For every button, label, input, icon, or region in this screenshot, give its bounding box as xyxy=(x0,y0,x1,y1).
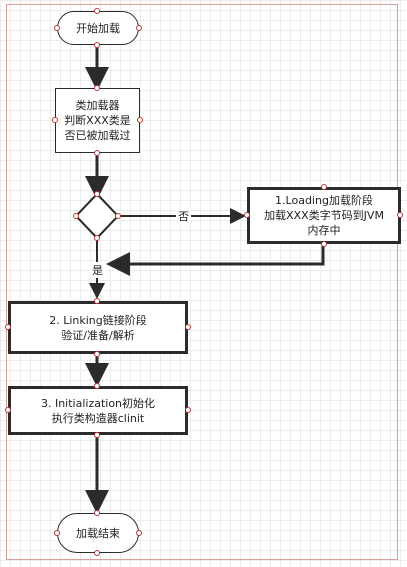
initialization-node[interactable]: 3. Initialization初始化 执行类构造器clinit xyxy=(8,386,188,435)
handle-start-bottom[interactable] xyxy=(94,42,100,48)
handle-decision-top[interactable] xyxy=(94,191,100,197)
linking-label: 2. Linking链接阶段 验证/准备/解析 xyxy=(49,313,147,342)
handle-start-right[interactable] xyxy=(136,25,142,31)
handle-init-left[interactable] xyxy=(5,407,11,413)
start-node[interactable]: 开始加载 xyxy=(57,11,139,45)
handle-decision-left[interactable] xyxy=(73,213,79,219)
handle-start-top[interactable] xyxy=(94,8,100,14)
handle-linking-right[interactable] xyxy=(185,324,191,330)
handle-check-right[interactable] xyxy=(137,117,143,123)
start-node-label: 开始加载 xyxy=(76,22,120,35)
handle-linking-left[interactable] xyxy=(5,324,11,330)
handle-init-top[interactable] xyxy=(94,383,100,389)
edge-loading-return xyxy=(106,244,325,276)
handle-loading-top[interactable] xyxy=(321,184,327,190)
handle-loading-left[interactable] xyxy=(244,212,250,218)
initialization-label: 3. Initialization初始化 执行类构造器clinit xyxy=(40,396,156,425)
handle-loading-right[interactable] xyxy=(397,212,403,218)
classloader-check-label: 类加载器 判断XXX类是 否已被加载过 xyxy=(64,99,131,142)
handle-linking-top[interactable] xyxy=(94,298,100,304)
linking-node[interactable]: 2. Linking链接阶段 验证/准备/解析 xyxy=(8,301,188,354)
end-node[interactable]: 加载结束 xyxy=(57,513,139,553)
handle-check-top[interactable] xyxy=(94,85,100,91)
handle-linking-bottom[interactable] xyxy=(94,351,100,357)
handle-end-right[interactable] xyxy=(136,530,142,536)
handle-start-left[interactable] xyxy=(54,25,60,31)
handle-end-top[interactable] xyxy=(94,510,100,516)
loading-node[interactable]: 1.Loading加载阶段 加载XXX类字节码到JVM 内存中 xyxy=(247,187,401,244)
classloader-check-node[interactable]: 类加载器 判断XXX类是 否已被加载过 xyxy=(55,88,140,153)
handle-check-bottom[interactable] xyxy=(94,150,100,156)
decision-diamond xyxy=(74,192,120,240)
handle-loading-bottom[interactable] xyxy=(321,241,327,247)
handle-init-bottom[interactable] xyxy=(94,432,100,438)
handle-end-left[interactable] xyxy=(54,530,60,536)
loading-label: 1.Loading加载阶段 加载XXX类字节码到JVM 内存中 xyxy=(264,194,384,237)
handle-decision-right[interactable] xyxy=(115,213,121,219)
handle-check-left[interactable] xyxy=(52,117,58,123)
edge-label-no: 否 xyxy=(176,208,191,224)
handle-decision-bottom[interactable] xyxy=(94,235,100,241)
handle-init-right[interactable] xyxy=(185,407,191,413)
handle-end-bottom[interactable] xyxy=(94,550,100,556)
edge-label-yes: 是 xyxy=(90,262,105,278)
end-node-label: 加载结束 xyxy=(76,527,120,540)
